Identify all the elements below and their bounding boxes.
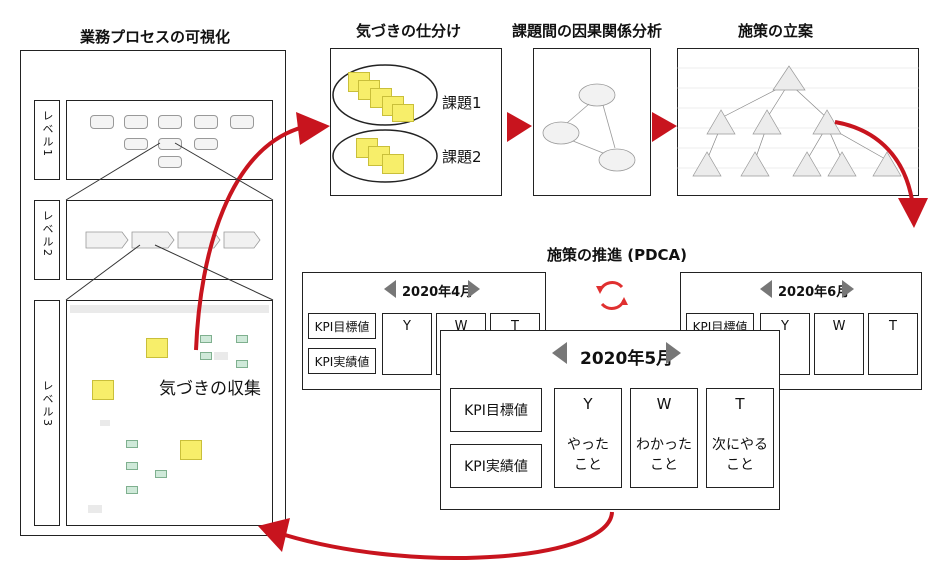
l3-process-node [126,440,138,448]
l3-process-node [236,360,248,368]
l3-sticky-note [146,338,168,358]
l3-process-node [200,335,212,343]
l3-node [214,352,228,360]
title-causal: 課題間の因果関係分析 [512,22,663,40]
arrow-causal-to-plan [652,112,677,142]
prev-month-icon[interactable] [552,342,567,364]
l3-process-node [126,462,138,470]
collect-label: 気づきの収集 [157,374,263,399]
l3-sticky-note [180,440,202,460]
l1-node [158,138,182,150]
month-label-may: 2020年5月 [580,349,674,369]
l1-node [194,115,218,129]
month-label-june: 2020年6月 [778,285,850,300]
issue-groups [332,64,438,183]
april-kpi-actual: KPI実績値 [308,348,376,374]
l1-node [124,115,148,129]
l1-node [90,115,114,129]
april-col-y: Y [382,313,432,375]
l3-process-node [155,470,167,478]
arrow-head-pdca [898,198,928,228]
level2-label-box [34,200,60,280]
l1-node [124,138,148,150]
l3-sticky-note [92,380,114,400]
may-col-t: T 次にやる こと [706,388,774,488]
l3-process-node [236,335,248,343]
level3-label-box [34,300,60,526]
level3-diagram [66,300,273,526]
level1-label: レベル1 [41,110,54,158]
l1-node [230,115,254,129]
l3-process-node [126,486,138,494]
level2-label: レベル2 [41,210,54,258]
issue-1-label: 課題1 [442,94,482,112]
l3-node [88,505,102,513]
level1-label-box [34,100,60,180]
june-col-w: W [814,313,864,375]
l1-node [158,115,182,129]
l1-node [194,138,218,150]
causal-panel [533,48,651,196]
issue-sticky [382,154,404,174]
may-kpi-target: KPI目標値 [450,388,542,432]
may-col-y: Y やった こと [554,388,622,488]
planning-tree [677,65,919,177]
next-month-icon[interactable] [842,280,854,298]
title-planning: 施策の立案 [738,22,814,40]
l3-swimlane-header [70,305,269,313]
l3-process-node [200,352,212,360]
issue-sticky [392,104,414,122]
arrow-sort-to-causal [507,112,532,142]
issue-2-label: 課題2 [442,148,482,166]
may-kpi-actual: KPI実績値 [450,444,542,488]
arrow-pdca-to-visual [284,511,614,561]
june-col-t: T [868,313,918,375]
pdca-cycle-icon [596,281,628,310]
l1-node [158,156,182,168]
title-sorting: 気づきの仕分け [356,22,462,40]
prev-month-icon[interactable] [760,280,772,298]
title-promotion: 施策の推進 (PDCA) [547,246,687,264]
month-label-april: 2020年4月 [402,285,474,300]
next-month-icon[interactable] [666,342,681,364]
april-kpi-target: KPI目標値 [308,313,376,339]
may-col-w: W わかった こと [630,388,698,488]
next-month-icon[interactable] [468,280,480,298]
level3-label: レベル3 [41,380,54,428]
level2-flow [85,231,261,249]
l3-node [100,420,110,426]
prev-month-icon[interactable] [384,280,396,298]
title-visualization: 業務プロセスの可視化 [80,28,231,46]
arrow-head-sort [296,112,330,145]
causal-diagram [542,83,636,172]
